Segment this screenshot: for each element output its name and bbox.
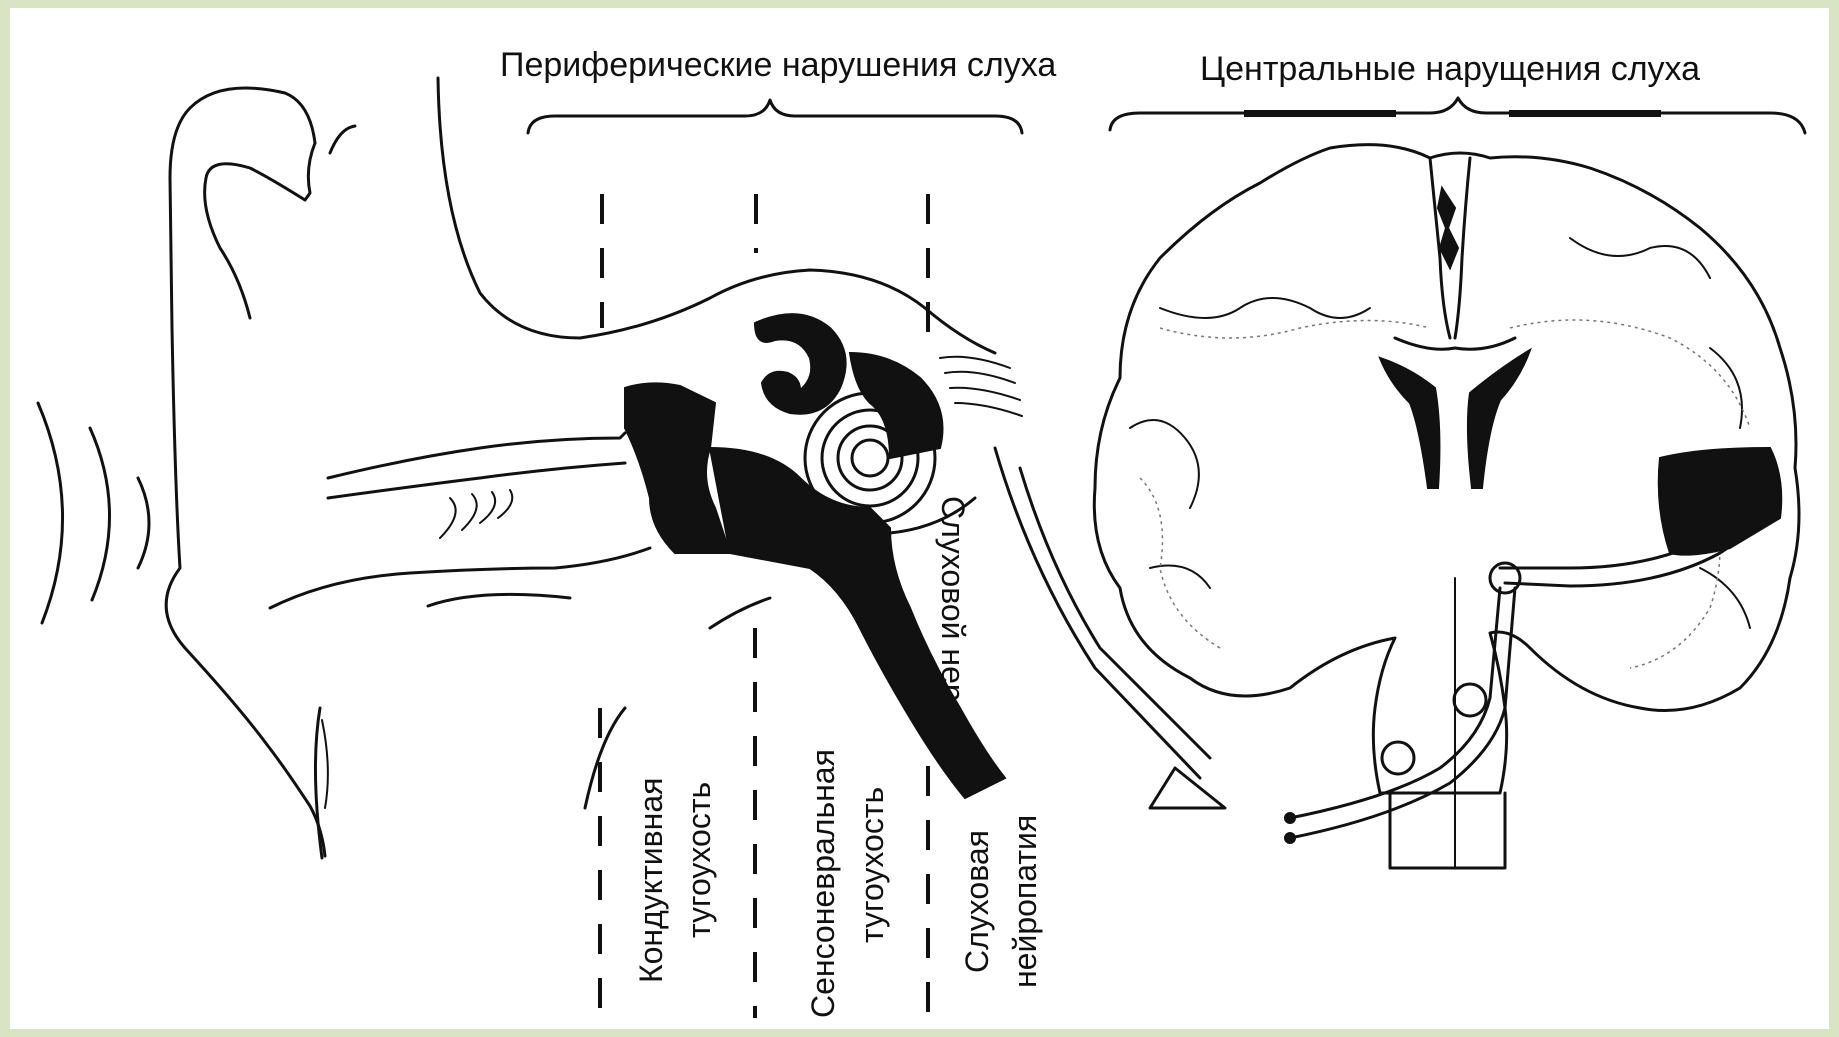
brace-bold-segment <box>1510 111 1660 116</box>
sound-waves-icon <box>38 403 149 623</box>
auditory-neuropathy-label-2: нейропатия <box>1007 815 1043 988</box>
jaw-curve <box>585 708 625 808</box>
peripheral-header: Периферические нарушения слуха <box>500 46 1056 84</box>
central-header: Центральные нарущения слуха <box>1200 50 1700 88</box>
jaw-curve <box>710 598 770 628</box>
auditory-nerve-label: Слуховой нерв <box>935 496 971 719</box>
auditory-neuropathy-label: Слуховая <box>959 830 995 973</box>
peripheral-brace <box>528 100 1022 133</box>
central-brace <box>1110 98 1805 133</box>
hearing-loss-diagram: Периферические нарушения слуха Центральн… <box>10 8 1829 1029</box>
sensorineural-loss-label: Сенсоневральная <box>805 749 841 1018</box>
sensorineural-loss-label-2: тугоухость <box>854 787 890 943</box>
conductive-loss-label: Кондуктивная <box>633 778 669 983</box>
diagram-frame: Периферические нарушения слуха Центральн… <box>10 8 1829 1029</box>
arrow-head-icon <box>1150 768 1225 808</box>
skull-outline <box>438 78 995 353</box>
conductive-loss-label-2: тугоухость <box>681 782 717 938</box>
brain-section <box>1094 145 1799 868</box>
outer-ear <box>166 88 355 858</box>
brace-bold-segment <box>1245 111 1395 116</box>
pathway-arrow <box>995 448 1210 778</box>
ear-canal <box>270 433 650 608</box>
